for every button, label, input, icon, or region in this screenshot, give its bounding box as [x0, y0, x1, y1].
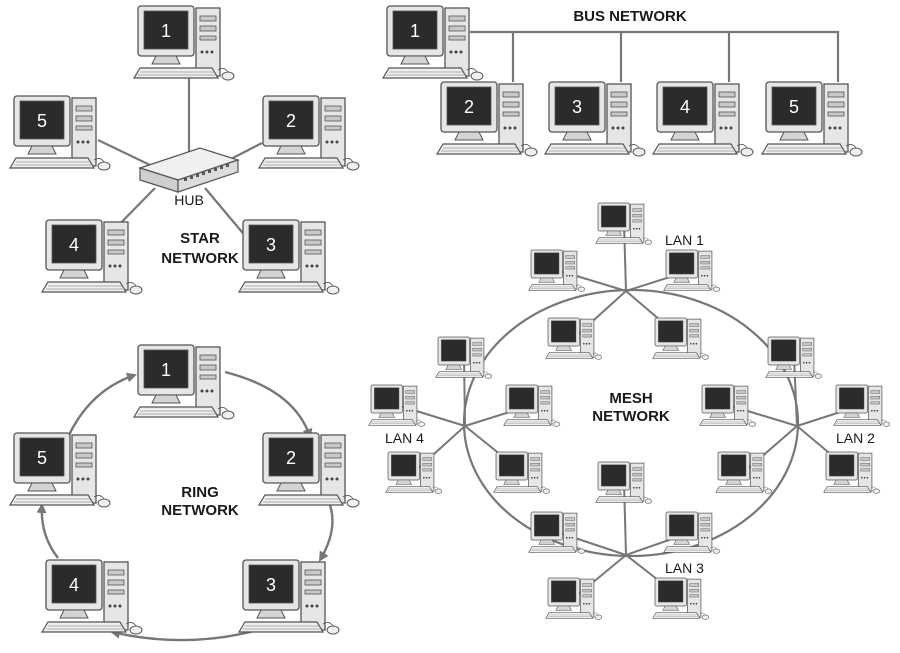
mesh-lan1-computer-4	[545, 317, 603, 360]
mesh-lan3-computer-2	[528, 511, 586, 554]
bus-computer-4: 4	[651, 81, 754, 157]
ring-computer-1-label: 1	[161, 360, 171, 380]
ring-computer-2: 2	[257, 432, 360, 508]
mesh-lan3-computer-4	[545, 577, 603, 620]
mesh-lan4-computer-5	[493, 451, 551, 494]
ring-computer-3-label: 3	[266, 575, 276, 595]
star-computer-3: 3	[237, 219, 340, 295]
lan-label-4: LAN 4	[385, 430, 424, 446]
mesh-lan3-computer-1	[595, 461, 653, 504]
ring-title-line2: NETWORK	[161, 502, 239, 519]
mesh-title-line1: MESH	[609, 390, 652, 407]
star-computer-1: 1	[132, 5, 235, 81]
bus-title: BUS NETWORK	[573, 8, 686, 25]
bus-computer-4-label: 4	[680, 97, 690, 117]
mesh-lan2-computer-4	[715, 451, 773, 494]
ring-computer-3: 3	[237, 559, 340, 635]
ring-computer-1: 1	[132, 344, 235, 420]
bus-network: BUS NETWORK	[470, 8, 840, 82]
mesh-lan2-computer-2	[699, 384, 757, 427]
star-computer-5-label: 5	[37, 111, 47, 131]
lan-label-3: LAN 3	[665, 560, 704, 576]
mesh-lan4-computer-1	[435, 336, 493, 379]
mesh-lan2-computer-1	[765, 336, 823, 379]
ring-computer-4: 4	[40, 559, 143, 635]
hub-label: HUB	[174, 192, 204, 208]
mesh-lan1-computer-2	[528, 249, 586, 292]
bus-computer-2: 2	[435, 81, 538, 157]
bus-computer-2-label: 2	[464, 97, 474, 117]
mesh-lan3-computer-3	[663, 511, 721, 554]
mesh-network: MESH NETWORK LAN 1 LAN 2 LAN 3 LAN 4	[385, 222, 875, 599]
mesh-lan3-computer-5	[652, 577, 710, 620]
mesh-title-line2: NETWORK	[592, 408, 670, 425]
mesh-lan1-computer-1	[595, 202, 653, 245]
mesh-lan2-computer-5	[823, 451, 881, 494]
star-computer-4-label: 4	[69, 235, 79, 255]
bus-computer-1: 1	[381, 5, 484, 81]
bus-computer-5: 5	[760, 81, 863, 157]
mesh-lan4-computer-4	[385, 451, 443, 494]
star-computer-1-label: 1	[161, 21, 171, 41]
ring-network: RING NETWORK	[36, 370, 334, 642]
lan-label-2: LAN 2	[836, 430, 875, 446]
mesh-lan1-computer-3	[663, 249, 721, 292]
star-network: HUB STAR NETWORK	[97, 78, 263, 267]
mesh-lan4-computer-2	[368, 384, 426, 427]
ring-computer-5: 5	[8, 432, 111, 508]
star-title-line2: NETWORK	[161, 250, 239, 267]
bus-computer-1-label: 1	[410, 21, 420, 41]
mesh-lan1-computer-5	[652, 317, 710, 360]
ring-title-line1: RING	[181, 484, 219, 501]
bus-computer-3: 3	[543, 81, 646, 157]
star-computer-2: 2	[257, 95, 360, 171]
star-computer-2-label: 2	[286, 111, 296, 131]
ring-computer-5-label: 5	[37, 448, 47, 468]
star-computer-5: 5	[8, 95, 111, 171]
bus-computer-5-label: 5	[789, 97, 799, 117]
star-computer-4: 4	[40, 219, 143, 295]
bus-computer-3-label: 3	[572, 97, 582, 117]
star-title-line1: STAR	[180, 230, 220, 247]
lan-label-1: LAN 1	[665, 232, 704, 248]
bus-cable	[470, 30, 840, 82]
hub-device	[138, 147, 240, 193]
mesh-lan4-computer-3	[503, 384, 561, 427]
computers: 1 2 3 4 5 1 2 3 4 5 1 2 3 4 5	[8, 5, 891, 635]
ring-computer-4-label: 4	[69, 575, 79, 595]
mesh-lan2-computer-3	[833, 384, 891, 427]
star-computer-3-label: 3	[266, 235, 276, 255]
ring-computer-2-label: 2	[286, 448, 296, 468]
